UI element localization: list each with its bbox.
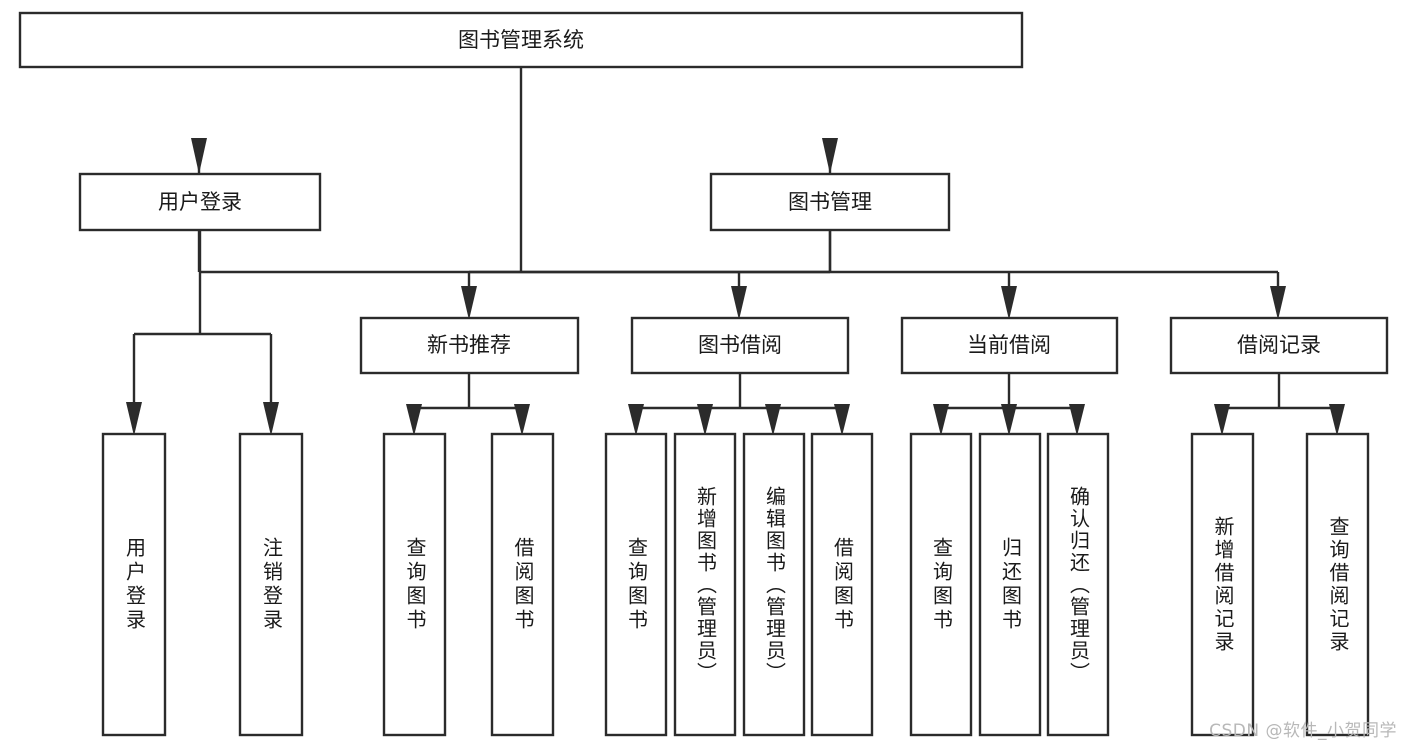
leaf-box-book-borrow-4[interactable] xyxy=(810,432,874,737)
leaf-box-borrow-record-2[interactable] xyxy=(1305,432,1370,737)
arrow-leaf-b2 xyxy=(697,404,713,436)
node-user-login-label: 用户登录 xyxy=(158,190,242,214)
arrow-leaf-u1 xyxy=(126,402,142,436)
node-current-borrow-label: 当前借阅 xyxy=(967,333,1051,357)
arrow-leaf-b3 xyxy=(765,404,781,436)
node-borrow-record-box[interactable] xyxy=(1169,316,1389,375)
leaf-box-new-book-1[interactable] xyxy=(382,432,447,737)
node-book-borrow-label: 图书借阅 xyxy=(698,333,782,357)
arrow-leaf-r1 xyxy=(1214,404,1230,436)
node-book-borrow[interactable]: 图书借阅 xyxy=(630,316,850,375)
node-new-book-recommend[interactable]: 新书推荐 xyxy=(359,316,580,375)
node-book-borrow-box[interactable] xyxy=(630,316,850,375)
arrow-l2-3 xyxy=(1001,286,1017,320)
arrow-user-login xyxy=(191,138,207,174)
node-current-borrow[interactable]: 当前借阅 xyxy=(900,316,1119,375)
csdn-watermark: CSDN @软件_小贺同学 xyxy=(1209,721,1397,741)
node-book-management-label: 图书管理 xyxy=(788,190,872,214)
leaf-box-book-borrow-3[interactable] xyxy=(742,432,806,737)
node-user-login[interactable]: 用户登录 xyxy=(78,172,322,232)
node-borrow-record-label: 借阅记录 xyxy=(1237,333,1321,357)
arrow-l2-4 xyxy=(1270,286,1286,320)
arrow-leaf-n2 xyxy=(514,404,530,436)
node-current-borrow-box[interactable] xyxy=(900,316,1119,375)
arrow-leaf-n1 xyxy=(406,404,422,436)
node-new-book-recommend-box[interactable] xyxy=(359,316,580,375)
leaf-box-new-book-2[interactable] xyxy=(490,432,555,737)
arrow-leaf-c2 xyxy=(1001,404,1017,436)
arrow-leaf-c3 xyxy=(1069,404,1085,436)
leaf-box-book-borrow-2[interactable] xyxy=(673,432,737,737)
node-root-label: 图书管理系统 xyxy=(458,28,584,52)
leaf-box-current-borrow-3[interactable] xyxy=(1046,432,1110,737)
node-new-book-recommend-label: 新书推荐 xyxy=(427,333,511,357)
leaf-box-book-borrow-1[interactable] xyxy=(604,432,668,737)
node-book-management-box[interactable] xyxy=(709,172,951,232)
arrow-leaf-b4 xyxy=(834,404,850,436)
arrow-leaf-b1 xyxy=(628,404,644,436)
leaf-box-current-borrow-1[interactable] xyxy=(909,432,973,737)
arrow-book-mgmt xyxy=(822,138,838,174)
node-root[interactable]: 图书管理系统 xyxy=(18,11,1024,69)
arrow-l2-1 xyxy=(461,286,477,320)
leaf-box-user-login-1[interactable] xyxy=(101,432,167,737)
arrow-leaf-u2 xyxy=(263,402,279,436)
leaf-box-user-login-2[interactable] xyxy=(238,432,304,737)
leaf-box-current-borrow-2[interactable] xyxy=(978,432,1042,737)
arrow-l2-2 xyxy=(731,286,747,320)
node-root-box[interactable] xyxy=(18,11,1024,69)
arrow-leaf-c1 xyxy=(933,404,949,436)
node-borrow-record[interactable]: 借阅记录 xyxy=(1169,316,1389,375)
arrow-leaf-r2 xyxy=(1329,404,1345,436)
node-book-management[interactable]: 图书管理 xyxy=(709,172,951,232)
leaf-box-borrow-record-1[interactable] xyxy=(1190,432,1255,737)
